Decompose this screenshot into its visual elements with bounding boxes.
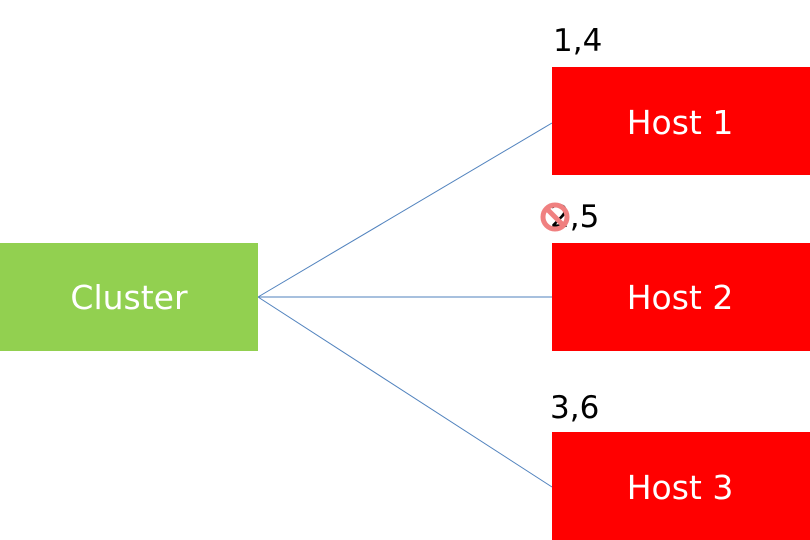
host-3-box	[552, 432, 810, 540]
host-2-box	[552, 243, 810, 351]
host-1-label: Host 1	[627, 103, 734, 142]
host-node-3: 3,6 Host 3	[550, 390, 810, 540]
host-2-label: Host 2	[627, 278, 734, 317]
host-node-1: 1,4 Host 1	[552, 23, 810, 175]
connector-host-1	[257, 122, 553, 298]
cluster-node: Cluster	[0, 243, 258, 351]
prohibited-icon	[540, 202, 570, 232]
host-1-caption: 1,4	[553, 23, 602, 59]
cluster-box	[0, 243, 258, 351]
host-3-caption: 3,6	[550, 390, 599, 426]
connector-host-3	[257, 296, 553, 488]
host-3-label: Host 3	[627, 468, 734, 507]
host-node-2: 2,5 Host 2	[540, 199, 810, 351]
cluster-label: Cluster	[70, 278, 188, 317]
host-1-box	[552, 67, 810, 175]
